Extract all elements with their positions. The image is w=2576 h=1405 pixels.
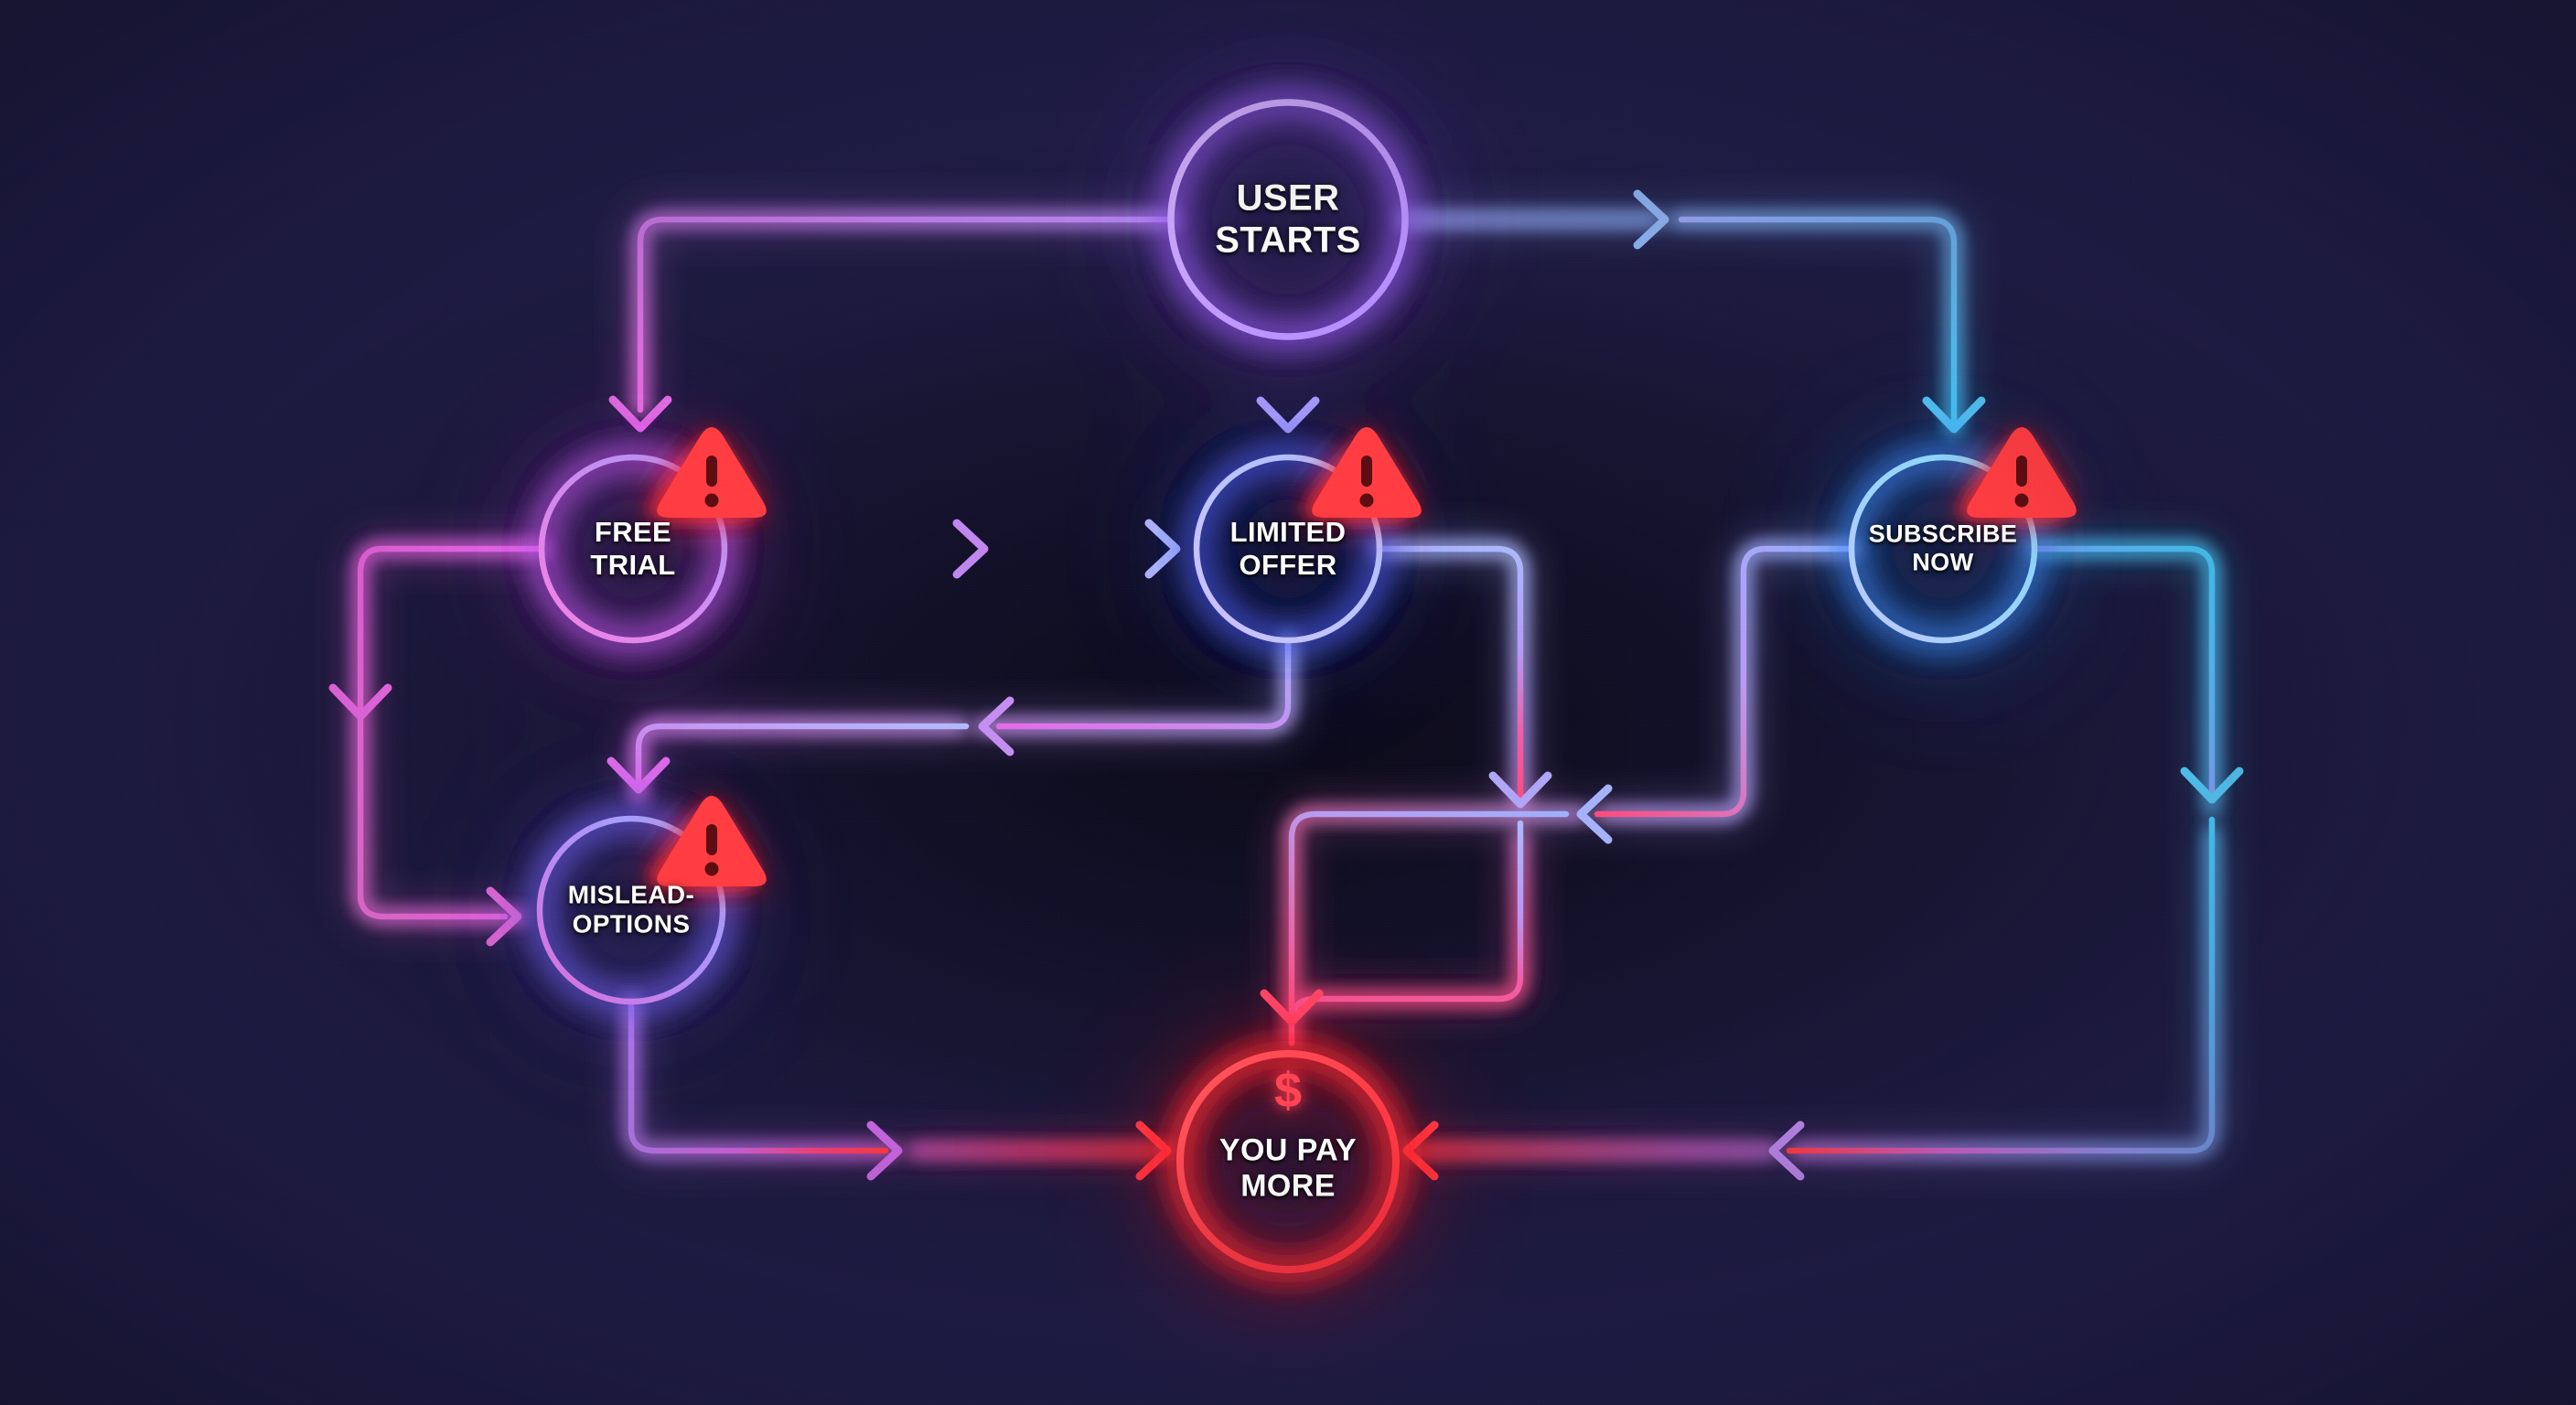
- warning-triangle-icon: [1312, 427, 1422, 518]
- warning-triangle-icon: [657, 427, 767, 518]
- dollar-sign-icon: $: [1273, 1063, 1303, 1118]
- warning-triangle-icon: [657, 796, 767, 886]
- warning-triangle-icon: [1967, 427, 2077, 518]
